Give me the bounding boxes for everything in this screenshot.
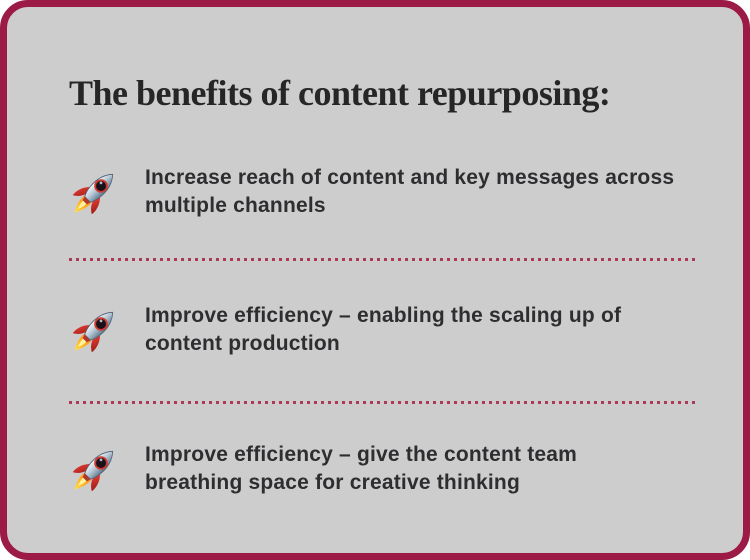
list-item-text: Increase reach of content and key messag… [145,166,675,217]
page-title: The benefits of content repurposing: [69,73,611,113]
rocket-icon [69,304,121,356]
rocket-icon [69,166,121,218]
list-item-text: Improve efficiency – enabling the scalin… [145,304,622,355]
dotted-divider [69,258,695,261]
list-item: Improve efficiency – enabling the scalin… [69,302,621,358]
list-item: Increase reach of content and key messag… [69,164,674,220]
rocket-icon [69,443,121,495]
list-item-text: Improve efficiency – give the content te… [145,443,578,494]
dotted-divider [69,401,695,404]
list-item: Improve efficiency – give the content te… [69,441,577,497]
